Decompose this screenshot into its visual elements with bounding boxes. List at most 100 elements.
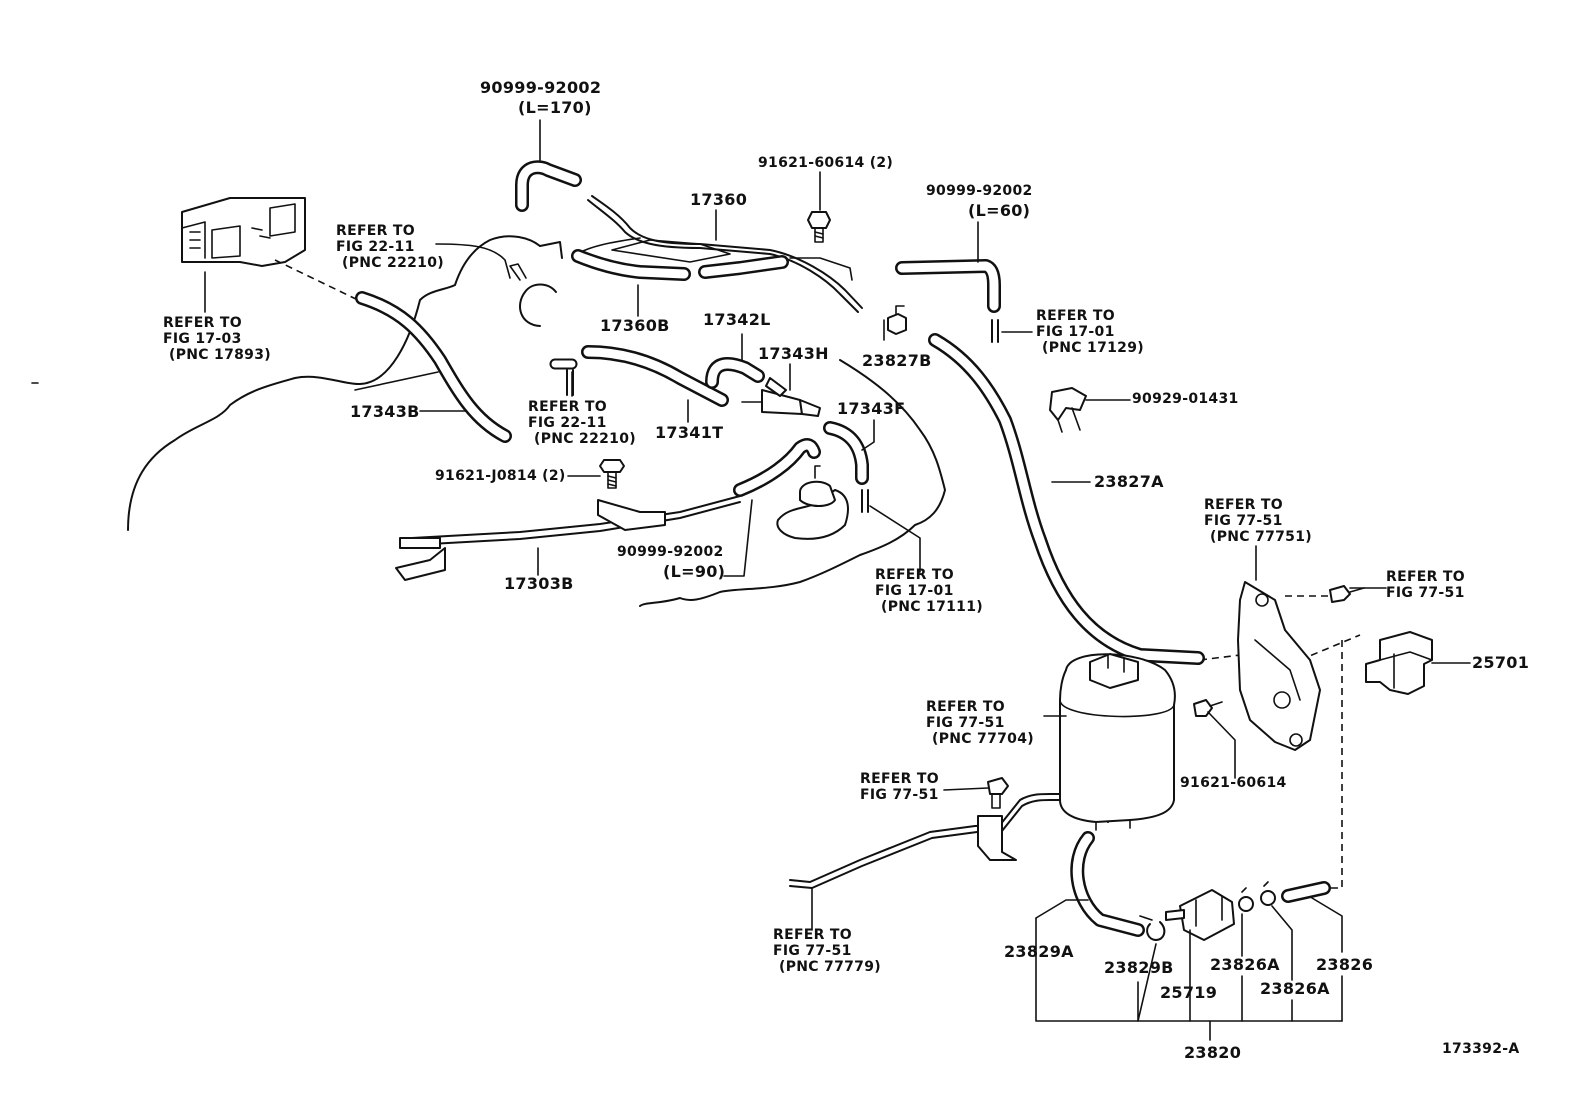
label-clamp-90929-01431: 90929-01431 [1132, 391, 1239, 407]
label-filter-25719: 25719 [1160, 983, 1218, 1002]
label-bolt-91621-j0814-2: 91621-J0814 (2) [435, 468, 566, 484]
hose-23827a [928, 333, 1205, 665]
ref-line: REFER TO [163, 315, 242, 331]
label-valve-17343h: 17343H [758, 344, 829, 363]
vsv-25701-icon [1365, 631, 1433, 695]
ref-line: FIG 77-51 [1204, 513, 1283, 529]
engine-outline [127, 235, 541, 531]
ref-line: FIG 22-11 [336, 239, 415, 255]
hose-90999-92002-l170 [515, 160, 582, 212]
label-hose-23829a: 23829A [1004, 942, 1074, 961]
hose-17343f [823, 421, 869, 485]
ref-fig-17-01-pnc17111: REFER TO FIG 17-01 (PNC 17111) [875, 567, 983, 615]
ref-fig-22-11-mid: REFER TO FIG 22-11 (PNC 22210) [528, 399, 636, 447]
label-clamp-23826a-1: 23826A [1210, 955, 1280, 974]
ref-fig-77-51-pnc77751: REFER TO FIG 77-51 (PNC 77751) [1204, 497, 1312, 545]
clamp-23827b-icon [887, 305, 907, 335]
ref-line: FIG 77-51 [860, 787, 939, 803]
label-hose-23826: 23826 [1316, 955, 1374, 974]
actuator-icon [799, 465, 836, 507]
ref-line: REFER TO [773, 927, 852, 943]
bolt-77-51-icon [987, 777, 1009, 809]
ref-line: (PNC 17893) [169, 347, 271, 363]
valve-17343h-icon [741, 377, 821, 417]
label-valve-25701: 25701 [1472, 653, 1530, 672]
ref-line: (PNC 77751) [1210, 529, 1312, 545]
label-clamp-23826a-2: 23826A [1260, 979, 1330, 998]
ref-line: FIG 17-01 [875, 583, 954, 599]
bolt-77-51-right-icon [1329, 585, 1365, 603]
filter-25719-icon [1165, 889, 1235, 941]
label-hose-90999-92002-l90-spec: (L=90) [663, 562, 726, 581]
bracket-icon [1237, 581, 1321, 751]
ref-fig-17-03: REFER TO FIG 17-03 (PNC 17893) [163, 315, 271, 363]
ref-line: (PNC 77779) [779, 959, 881, 975]
hose-17342l [705, 357, 765, 389]
ref-line: REFER TO [926, 699, 1005, 715]
intake-manifold-outline [181, 197, 306, 267]
hose-17360b [571, 249, 789, 281]
ref-fig-22-11-top: REFER TO FIG 22-11 (PNC 22210) [336, 223, 444, 271]
bolt-91621-j0814-icon [599, 459, 625, 489]
ref-line: FIG 22-11 [528, 415, 607, 431]
ref-line: REFER TO [528, 399, 607, 415]
label-hose-17341t: 17341T [655, 423, 724, 442]
ref-line: REFER TO [1204, 497, 1283, 513]
ref-fig-77-51-pnc77779: REFER TO FIG 77-51 (PNC 77779) [773, 927, 881, 975]
hose-23826 [1281, 881, 1331, 903]
label-clamp-23827b: 23827B [862, 351, 932, 370]
ref-line: (PNC 17111) [881, 599, 983, 615]
hose-17343b [355, 291, 512, 443]
clamp-23826a-icons [1238, 881, 1276, 912]
ref-line: FIG 77-51 [926, 715, 1005, 731]
air-cleaner-outline [639, 359, 946, 607]
hose-23829a [1070, 831, 1145, 937]
label-assy-23820: 23820 [1184, 1043, 1242, 1062]
ref-line: (PNC 77704) [932, 731, 1034, 747]
ref-line: FIG 77-51 [1386, 585, 1465, 601]
hose-90999-92002-l60 [895, 259, 1001, 313]
label-hose-17343b: 17343B [350, 402, 420, 421]
label-hose-90999-92002-l170-spec: (L=170) [518, 98, 592, 117]
ref-fig-77-51-right: REFER TO FIG 77-51 [1386, 569, 1465, 601]
ref-fig-17-01-pnc17129: REFER TO FIG 17-01 (PNC 17129) [1036, 308, 1144, 356]
hose-90999-92002-l90 [733, 438, 821, 497]
label-pipe-17360: 17360 [690, 190, 748, 209]
ref-line: FIG 77-51 [773, 943, 852, 959]
ref-line: REFER TO [860, 771, 939, 787]
label-hose-17342l: 17342L [703, 310, 771, 329]
label-bolt-91621-60614-2: 91621-60614 (2) [758, 155, 894, 171]
clamp-90929-01431-icon [1049, 387, 1087, 433]
clamp-23829b-icon [1139, 915, 1166, 941]
ref-fig-77-51-bolt: REFER TO FIG 77-51 [860, 771, 939, 803]
ref-line: REFER TO [875, 567, 954, 583]
label-hose-90999-92002-l90-part: 90999-92002 [617, 544, 724, 560]
ref-line: FIG 17-03 [163, 331, 242, 347]
label-hose-90999-92002-l60-part: 90999-92002 [926, 183, 1033, 199]
label-hose-23827a: 23827A [1094, 472, 1164, 491]
ref-line: FIG 17-01 [1036, 324, 1115, 340]
bolt-91621-60614-single-icon [1193, 699, 1223, 717]
label-clamp-23829b: 23829B [1104, 958, 1174, 977]
ref-line: REFER TO [1036, 308, 1115, 324]
label-bolt-91621-60614: 91621-60614 [1180, 775, 1287, 791]
ref-line: REFER TO [336, 223, 415, 239]
label-hose-90999-92002-l170-part: 90999-92002 [480, 78, 602, 97]
hose-17341t [549, 345, 729, 407]
pipe-77779 [789, 793, 1071, 889]
ref-line: (PNC 22210) [534, 431, 636, 447]
label-hose-90999-92002-l60-spec: (L=60) [968, 201, 1031, 220]
bolt-91621-60614-icon [807, 211, 831, 243]
ref-line: REFER TO [1386, 569, 1465, 585]
label-pipe-17303b: 17303B [504, 574, 574, 593]
ref-line: (PNC 22210) [342, 255, 444, 271]
label-hose-17360b: 17360B [600, 316, 670, 335]
ref-fig-77-51-pnc77704: REFER TO FIG 77-51 (PNC 77704) [926, 699, 1034, 747]
pipe-17360 [587, 195, 863, 313]
pcv-fitting-icon [509, 263, 557, 327]
charcoal-canister-icon [1059, 653, 1176, 831]
figure-id: 173392-A [1442, 1041, 1520, 1057]
pipe-17303b [395, 495, 741, 581]
